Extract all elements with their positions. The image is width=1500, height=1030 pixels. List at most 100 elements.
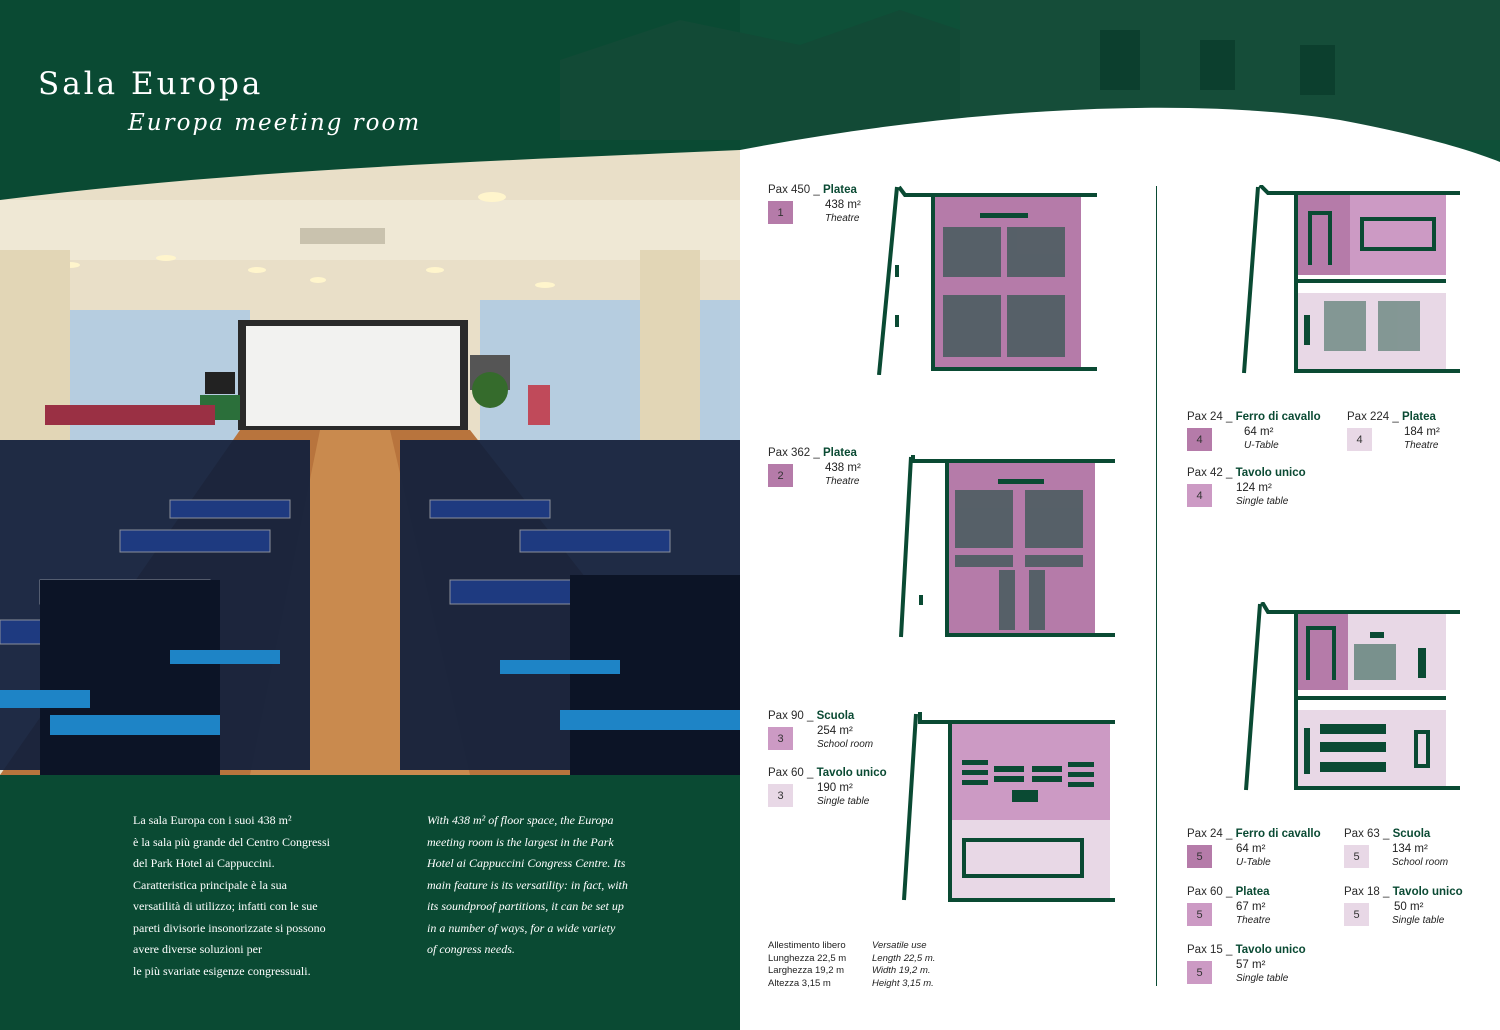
floor-plan-4 (1242, 185, 1460, 374)
pax-label: Pax 450 _ (768, 184, 820, 196)
entry-10: Pax 60 _ Platea 5 67 m² Theatre (1187, 886, 1270, 926)
area-value: 184 m² (1404, 426, 1440, 438)
area-value: 190 m² (817, 782, 853, 794)
column-divider (1156, 186, 1157, 986)
entry-8: Pax 24 _ Ferro di cavallo 5 64 m² U-Tabl… (1187, 828, 1321, 868)
footnote-english: Versatile use Length 22,5 m. Width 19,2 … (872, 940, 935, 990)
setup-name: Platea (823, 184, 857, 196)
pax-label: Pax 362 _ (768, 447, 820, 459)
description-english: With 438 m² of floor space, the Europa m… (427, 810, 687, 961)
setup-name-en: Theatre (825, 476, 860, 487)
desc-it-line: Caratteristica principale è la sua (133, 877, 287, 892)
desc-it-line: è la sala più grande del Centro Congress… (133, 834, 330, 849)
setup-name: Tavolo unico (1235, 944, 1306, 956)
desc-it-line: avere diverse soluzioni per (133, 942, 262, 956)
room-number-badge: 1 (768, 201, 793, 224)
room-number-badge: 4 (1187, 428, 1212, 451)
footnote-line: Versatile use (872, 940, 927, 951)
floor-plan-5 (1244, 602, 1460, 791)
pax-label: Pax 18 _ (1344, 886, 1390, 898)
setup-name: Platea (1235, 886, 1270, 898)
pax-label: Pax 15 _ (1187, 944, 1233, 956)
pax-label: Pax 90 _ (768, 710, 814, 722)
pax-label: Pax 60 _ (768, 767, 814, 779)
room-number-badge: 5 (1187, 845, 1212, 868)
entry-6: Pax 224 _ Platea 4 184 m² Theatre (1347, 411, 1440, 451)
area-value: 254 m² (817, 725, 853, 737)
setup-name-en: U-Table (1244, 440, 1279, 451)
desc-en-line: meeting room is the largest in the Park (427, 834, 614, 849)
setup-name-en: Theatre (1236, 915, 1271, 926)
room-number-badge: 4 (1187, 484, 1212, 507)
pax-label: Pax 42 _ (1187, 467, 1233, 479)
desc-en-line: in a number of ways, for a wide variety (427, 920, 616, 935)
setup-name: Platea (823, 447, 857, 459)
area-value: 438 m² (825, 462, 861, 474)
room-number-badge: 4 (1347, 428, 1372, 451)
room-number-badge: 5 (1344, 903, 1369, 926)
footnote-line: Allestimento libero (768, 940, 846, 951)
room-number-badge: 5 (1344, 845, 1369, 868)
floor-plan-2 (899, 455, 1115, 638)
room-number-badge: 2 (768, 464, 793, 487)
setup-name: Tavolo unico (1235, 467, 1306, 479)
pax-label: Pax 224 _ (1347, 411, 1399, 423)
area-value: 124 m² (1236, 482, 1272, 494)
entry-2: Pax 362 _ Platea 2 438 m² Theatre (768, 447, 861, 487)
meeting-room-photo (0, 150, 740, 775)
setup-name: Tavolo unico (1392, 886, 1463, 898)
footnote-line: Height 3,15 m. (872, 977, 934, 989)
desc-it-line: pareti divisorie insonorizzate si posson… (133, 920, 326, 935)
header-band (0, 0, 1500, 200)
setup-name: Platea (1402, 411, 1436, 423)
entry-7: Pax 42 _ Tavolo unico 4 124 m² Single ta… (1187, 467, 1306, 507)
pax-label: Pax 60 _ (1187, 886, 1233, 898)
footnote-italian: Allestimento libero Lunghezza 22,5 m Lar… (768, 940, 846, 990)
setup-name: Ferro di cavallo (1235, 411, 1321, 423)
page-title: Sala Europa (38, 66, 264, 102)
entry-3: Pax 90 _ Scuola 3 254 m² School room (768, 710, 873, 750)
floor-plan-1 (877, 185, 1097, 375)
setup-name-en: Theatre (1404, 440, 1439, 451)
footnote-line: Width 19,2 m. (872, 965, 931, 976)
area-value: 134 m² (1392, 843, 1428, 855)
area-value: 64 m² (1236, 843, 1266, 855)
setup-name-en: School room (1392, 857, 1449, 868)
entry-1: Pax 450 _ Platea 1 438 m² Theatre (768, 184, 861, 224)
desc-en-line: of congress needs. (427, 942, 515, 956)
pax-label: Pax 63 _ (1344, 828, 1390, 840)
floor-plan-3 (902, 712, 1115, 902)
area-value: 64 m² (1244, 426, 1274, 438)
area-value: 57 m² (1236, 959, 1266, 971)
footnote-line: Altezza 3,15 m (768, 977, 831, 989)
desc-en-line: With 438 m² of floor space, the Europa (427, 813, 614, 827)
setup-name: Scuola (816, 710, 855, 722)
entry-4: Pax 60 _ Tavolo unico 3 190 m² Single ta… (768, 767, 887, 807)
area-value: 50 m² (1394, 901, 1424, 913)
setup-name-en: U-Table (1236, 857, 1271, 868)
setup-name: Tavolo unico (816, 767, 887, 779)
desc-en-line: its soundproof partitions, it can be set… (427, 899, 624, 913)
room-number-badge: 3 (768, 784, 793, 807)
description-italian: La sala Europa con i suoi 438 m² è la sa… (133, 810, 393, 982)
room-number-badge: 5 (1187, 903, 1212, 926)
desc-it-line: del Park Hotel ai Cappuccini. (133, 856, 275, 870)
setup-name-en: Single table (1392, 915, 1445, 926)
area-value: 67 m² (1236, 901, 1266, 913)
desc-it-line: La sala Europa con i suoi 438 m² (133, 813, 292, 827)
page-subtitle: Europa meeting room (128, 110, 422, 136)
setup-name-en: Single table (1236, 496, 1289, 507)
room-number-badge: 5 (1187, 961, 1212, 984)
pax-label: Pax 24 _ (1187, 411, 1233, 423)
entry-12: Pax 15 _ Tavolo unico 5 57 m² Single tab… (1187, 944, 1306, 984)
setup-name: Scuola (1392, 828, 1431, 840)
setup-name-en: Single table (1236, 973, 1289, 984)
footnote-line: Lunghezza 22,5 m (768, 952, 847, 964)
room-number-badge: 3 (768, 727, 793, 750)
area-value: 438 m² (825, 199, 861, 211)
desc-it-line: versatilità di utilizzo; infatti con le … (133, 899, 318, 913)
desc-it-line: le più svariate esigenze congressuali. (133, 963, 311, 978)
entry-5: Pax 24 _ Ferro di cavallo 4 64 m² U-Tabl… (1187, 411, 1321, 451)
footnote-line: Length 22,5 m. (872, 952, 936, 964)
desc-en-line: main feature is its versatility: in fact… (427, 877, 628, 892)
